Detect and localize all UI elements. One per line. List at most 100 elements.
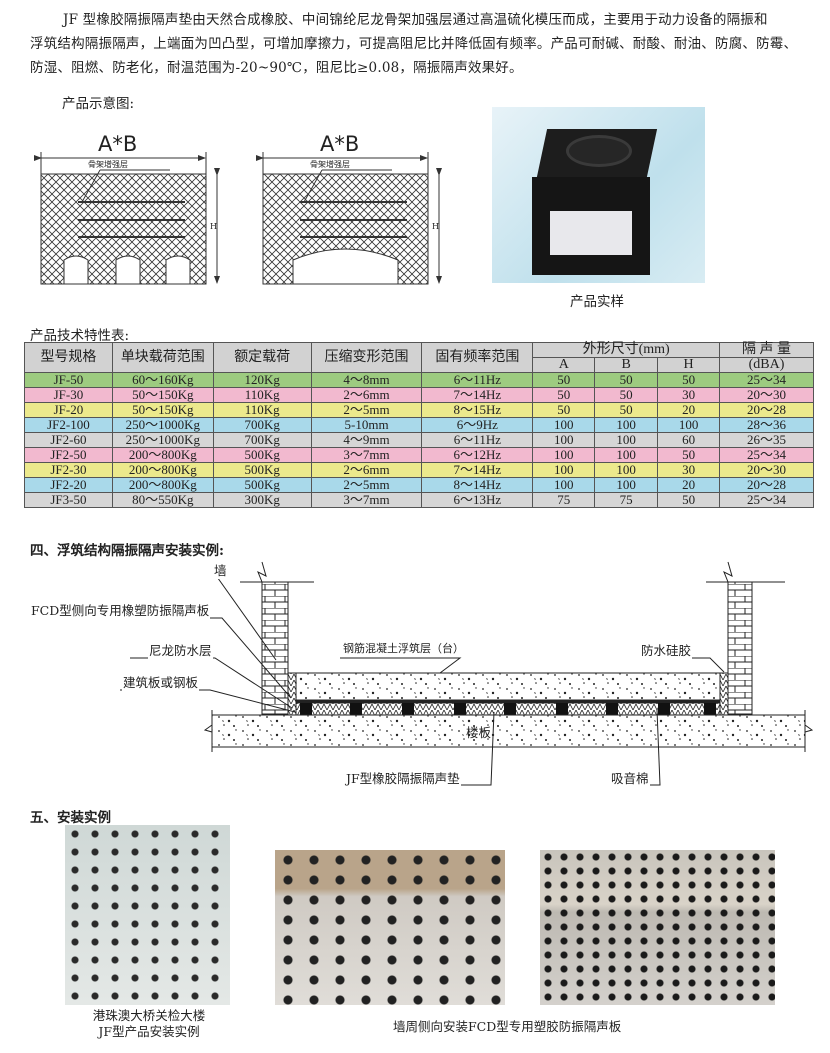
table-cell: 50 — [532, 372, 596, 388]
table-cell: 6～11Hz — [421, 432, 534, 448]
product-photo — [492, 107, 705, 283]
photo1-caption: 港珠澳大桥关检大楼 JF型产品安装实例 — [85, 1008, 213, 1040]
table-cell: 75 — [594, 492, 659, 508]
intro-line: 浮筑结构隔振隔声，上端面为凹凸型，可增加摩擦力，可提高阻尼比并降低固有频率。产品… — [30, 36, 798, 52]
table-cell: 50 — [657, 372, 721, 388]
table-cell: 110Kg — [212, 402, 312, 418]
table-cell: 50～150Kg — [111, 402, 214, 418]
dimension-label: A*B — [320, 132, 360, 156]
table-cell: 2～5mm — [310, 402, 423, 418]
table-cell: 50 — [657, 447, 721, 463]
label-nylon-layer: 尼龙防水层 — [148, 640, 213, 659]
label-silicone: 防水硅胶 — [640, 640, 693, 659]
table-cell: 200～800Kg — [111, 462, 214, 478]
table-cell: 100 — [532, 477, 596, 493]
pad-drawing-2 — [256, 152, 442, 285]
table-cell: 7～14Hz — [421, 462, 534, 478]
label-sound-wool: 吸音棉 — [610, 768, 650, 787]
sub-header: A — [532, 357, 596, 373]
table-cell: 4～9mm — [310, 432, 423, 448]
table-cell: 20～28 — [719, 477, 814, 493]
table-cell: 50 — [532, 402, 596, 418]
intro-paragraph: JF 型橡胶隔振隔声垫由天然合成橡胶、中间锦纶尼龙骨架加强层通过高温硫化模压而成… — [30, 8, 815, 80]
table-cell: 50 — [594, 387, 659, 403]
floating-floor-diagram — [30, 561, 814, 786]
table-cell: 7～14Hz — [421, 387, 534, 403]
table-cell: 100 — [594, 447, 659, 463]
table-cell: 200～800Kg — [111, 477, 214, 493]
caption-line: 港珠澳大桥关检大楼 — [92, 1008, 206, 1023]
height-label: H — [210, 222, 217, 231]
layer-label: 骨架增强层 — [88, 160, 128, 169]
left-wall — [261, 581, 289, 715]
col-header: 额定载荷 — [212, 342, 312, 373]
table-cell: JF-20 — [24, 402, 113, 418]
caption-line: JF型产品安装实例 — [98, 1024, 200, 1039]
table-cell: 30 — [657, 462, 721, 478]
install-photo-1 — [65, 825, 230, 1005]
table-cell: 8～14Hz — [421, 477, 534, 493]
table-cell: 2～6mm — [310, 462, 423, 478]
table-cell: 26～35 — [719, 432, 814, 448]
table-cell: JF-50 — [24, 372, 113, 388]
table-cell: 250～1000Kg — [111, 417, 214, 433]
schematic-drawings — [34, 152, 442, 285]
install-photo-3 — [540, 850, 775, 1005]
table-cell: 20 — [657, 402, 721, 418]
table-cell: JF3-50 — [24, 492, 113, 508]
col-header: 单块载荷范围 — [111, 342, 214, 373]
table-cell: 5-10mm — [310, 417, 423, 433]
floating-slab — [295, 672, 721, 701]
table-cell: 6～12Hz — [421, 447, 534, 463]
label-fcd-board: FCD型侧向专用橡塑防振隔声板 — [30, 600, 211, 619]
table-cell: JF2-20 — [24, 477, 113, 493]
table-cell: JF2-30 — [24, 462, 113, 478]
table-cell: JF2-50 — [24, 447, 113, 463]
table-cell: 20～30 — [719, 387, 814, 403]
section5-title: 五、安装实例 — [30, 810, 111, 826]
table-cell: 2～6mm — [310, 387, 423, 403]
table-cell: 100 — [532, 432, 596, 448]
table-cell: JF-30 — [24, 387, 113, 403]
table-cell: 50 — [594, 402, 659, 418]
sub-header: H — [657, 357, 721, 373]
height-label: H — [432, 222, 439, 231]
table-cell: 50～150Kg — [111, 387, 214, 403]
table-cell: 6～13Hz — [421, 492, 534, 508]
table-cell: 500Kg — [212, 462, 312, 478]
table-cell: 100 — [532, 447, 596, 463]
label-floating-slab: 钢筋混凝土浮筑层（台） — [342, 640, 465, 656]
table-title: 产品技术特性表: — [30, 328, 130, 344]
table-cell: 30 — [657, 387, 721, 403]
table-cell: 25～34 — [719, 447, 814, 463]
table-cell: 700Kg — [212, 417, 312, 433]
table-cell: 110Kg — [212, 387, 312, 403]
table-cell: 80～550Kg — [111, 492, 214, 508]
table-cell: 300Kg — [212, 492, 312, 508]
table-cell: 3～7mm — [310, 492, 423, 508]
col-header: 外形尺寸(mm) — [532, 342, 721, 358]
sub-header: B — [594, 357, 659, 373]
floor-slab — [211, 714, 806, 748]
table-cell: 6～9Hz — [421, 417, 534, 433]
table-cell: 200～800Kg — [111, 447, 214, 463]
table-cell: 700Kg — [212, 432, 312, 448]
table-cell: 100 — [532, 462, 596, 478]
table-cell: 100 — [594, 432, 659, 448]
table-cell: 75 — [532, 492, 596, 508]
table-cell: 100 — [594, 462, 659, 478]
col-header: 固有频率范围 — [421, 342, 534, 373]
table-cell: 50 — [532, 387, 596, 403]
table-cell: 100 — [594, 477, 659, 493]
table-cell: 100 — [532, 417, 596, 433]
table-cell: 2～5mm — [310, 477, 423, 493]
table-cell: 20～28 — [719, 402, 814, 418]
dimension-label: A*B — [98, 132, 138, 156]
right-wall — [727, 581, 753, 715]
rubber-pads — [300, 703, 716, 715]
